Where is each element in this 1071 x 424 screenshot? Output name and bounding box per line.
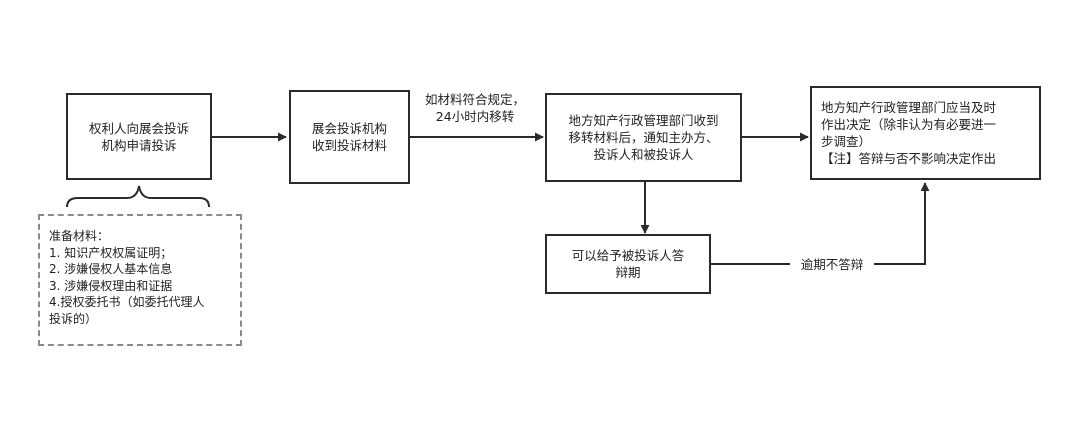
step-apply-complaint: 权利人向展会投诉 机构申请投诉 xyxy=(66,93,212,180)
edge-label-transfer: 如材料符合规定， 24小时内移转 xyxy=(410,91,540,125)
step-notify-parties: 地方知产行政管理部门收到 移转材料后，通知主办方、 投诉人和被投诉人 xyxy=(545,93,742,182)
step-make-decision: 地方知产行政管理部门应当及时 作出决定（除非认为有必要进一 步调查） 【注】答辩… xyxy=(810,86,1041,180)
step-receive-materials: 展会投诉机构 收到投诉材料 xyxy=(289,90,410,184)
arrow-n5-to-n4 xyxy=(710,182,930,265)
step-defense-period: 可以给予被投诉人答 辩期 xyxy=(545,234,711,294)
edge-label-no-defense: 逾期不答辩 xyxy=(790,256,874,273)
materials-note: 准备材料： 1. 知识产权权属证明； 2. 涉嫌侵权人基本信息 3. 涉嫌侵权理… xyxy=(38,214,242,346)
note-brace xyxy=(66,185,210,208)
